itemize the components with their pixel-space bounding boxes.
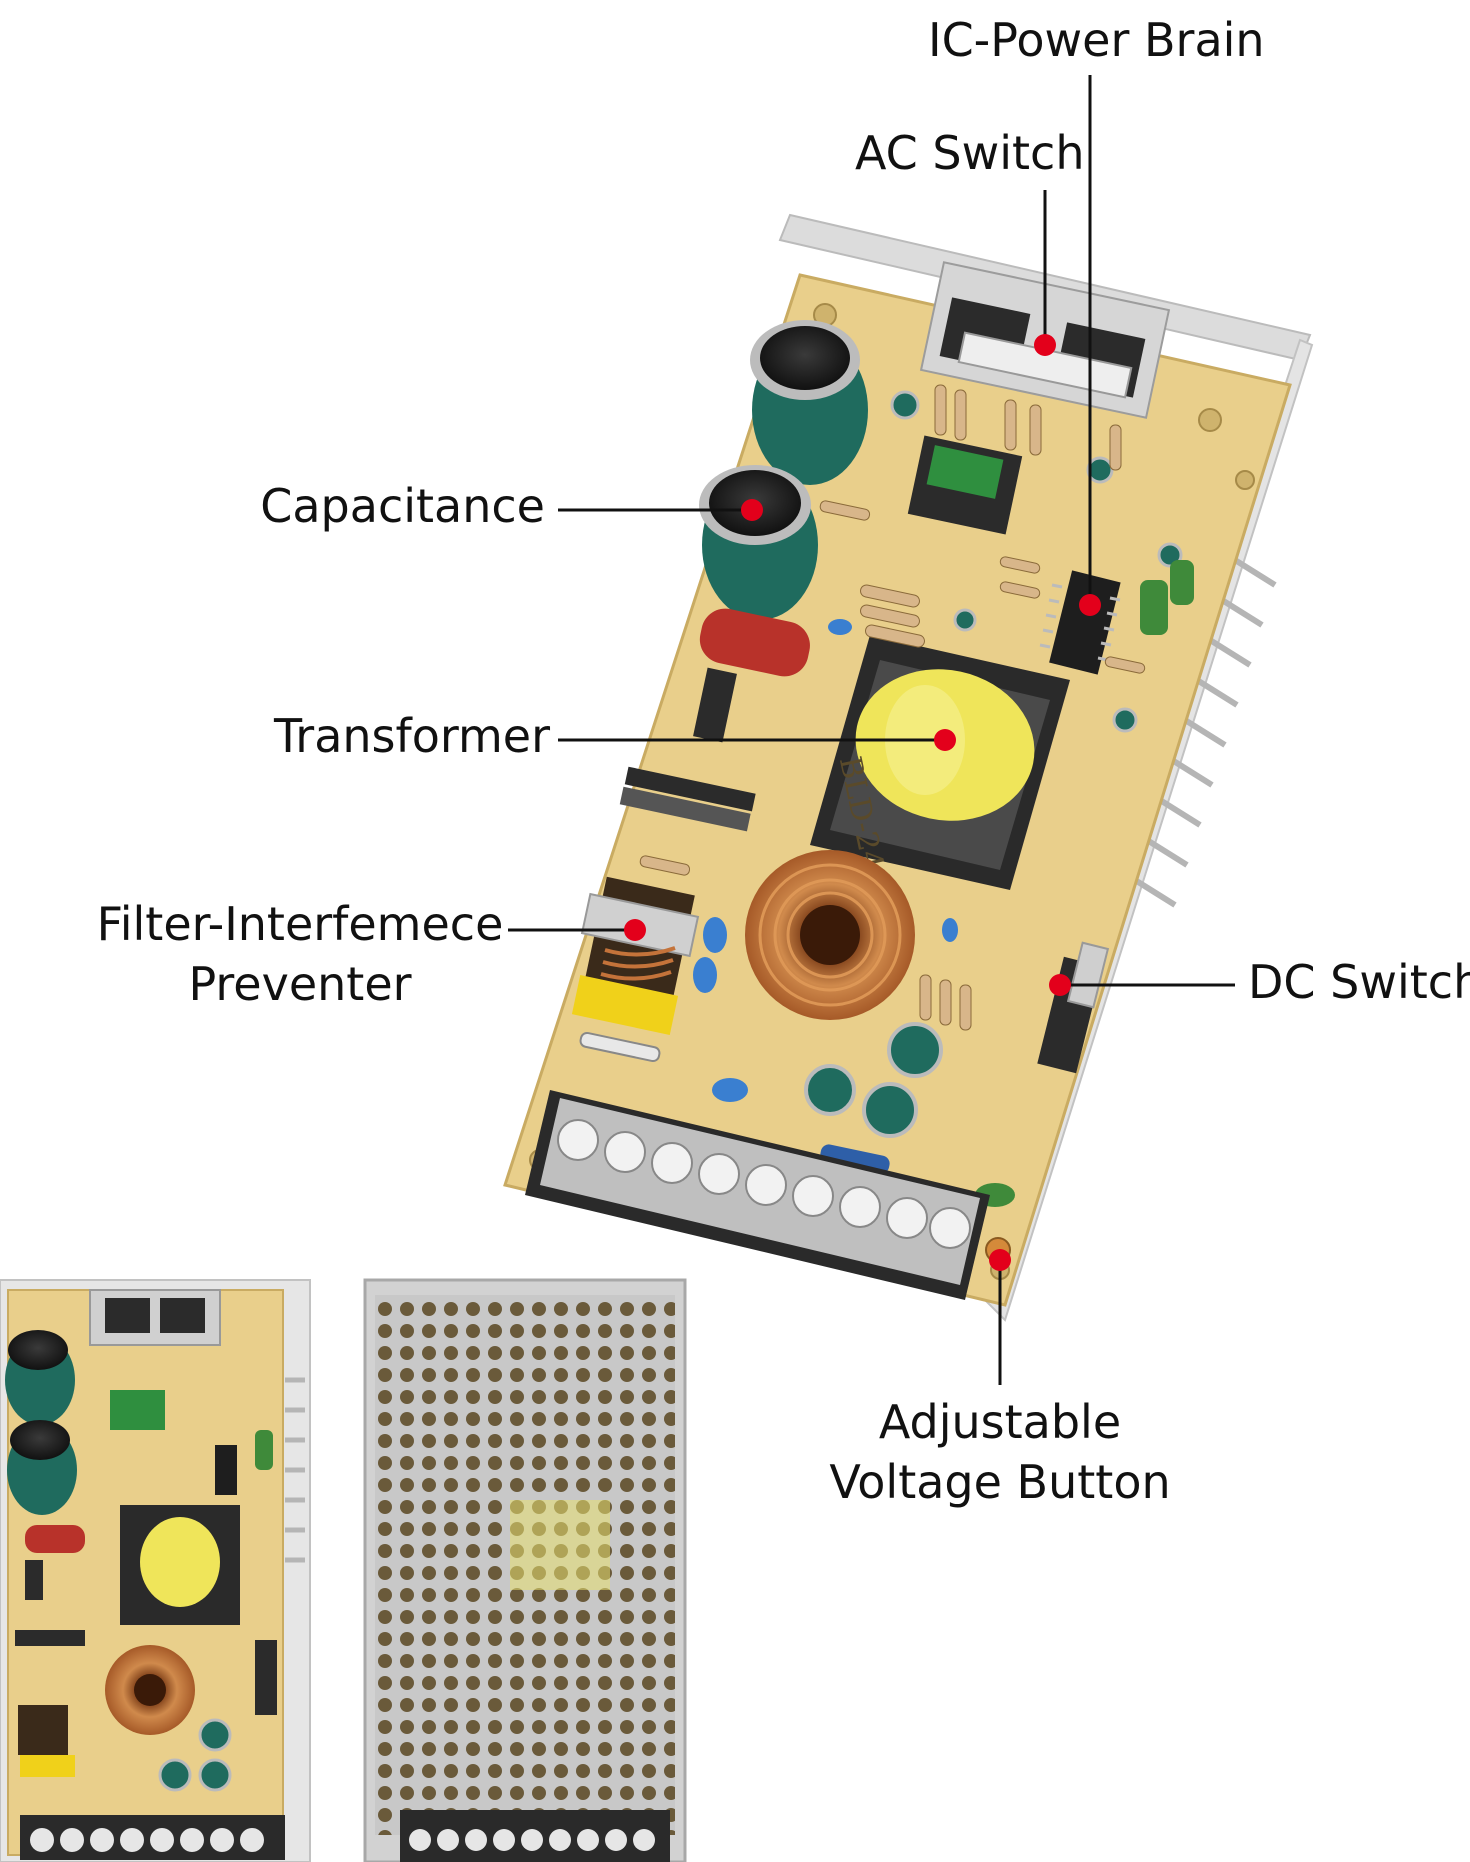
voltage-selector-switch: [693, 667, 737, 743]
label-capacitance: Capacitance: [260, 479, 545, 533]
toroidal-coil: [745, 850, 915, 1020]
film-capacitor-red: [699, 608, 810, 677]
label-dc-switch: DC Switch: [1248, 955, 1470, 1009]
ic-chip-component: [1039, 570, 1121, 675]
small-board: [0, 1279, 311, 1862]
heatsink-fins: [1133, 557, 1277, 908]
marker-ic-power-brain: [1079, 594, 1101, 616]
marker-ac-switch: [1034, 334, 1056, 356]
marker-dc-switch: [1049, 974, 1071, 996]
resistors: [639, 384, 1146, 1031]
ceramic-capacitors: [693, 619, 958, 1102]
main-board: BLD-2430: [503, 213, 1314, 1322]
label-adjustable-line2: Voltage Button: [829, 1455, 1171, 1509]
x-capacitor-yellow: [571, 975, 679, 1035]
marker-capacitance: [741, 499, 763, 521]
label-ic-power-brain: IC-Power Brain: [928, 13, 1265, 67]
rectifier-bridge: [619, 766, 756, 832]
marker-transformer: [934, 729, 956, 751]
terminal-block: [525, 1090, 990, 1300]
small-capacitors: [804, 390, 1183, 1138]
leader-lines: [508, 75, 1235, 1385]
fuse: [579, 1031, 661, 1063]
label-ac-switch: AC Switch: [855, 126, 1085, 180]
perforated-cover: [363, 1278, 687, 1862]
label-filter-line2: Preventer: [188, 957, 412, 1011]
label-filter-line1: Filter-Interfemece: [96, 897, 504, 951]
label-adjustable-line1: Adjustable: [878, 1395, 1122, 1449]
marker-filter: [624, 919, 646, 941]
power-resistor-blue: [820, 1144, 890, 1174]
aux-transformer-component: [907, 435, 1023, 535]
markers: [624, 334, 1101, 1271]
marker-adjustable: [989, 1249, 1011, 1271]
label-transformer: Transformer: [273, 709, 550, 763]
main-transformer-component: [810, 635, 1070, 890]
capacitor-large-1: [750, 320, 868, 485]
